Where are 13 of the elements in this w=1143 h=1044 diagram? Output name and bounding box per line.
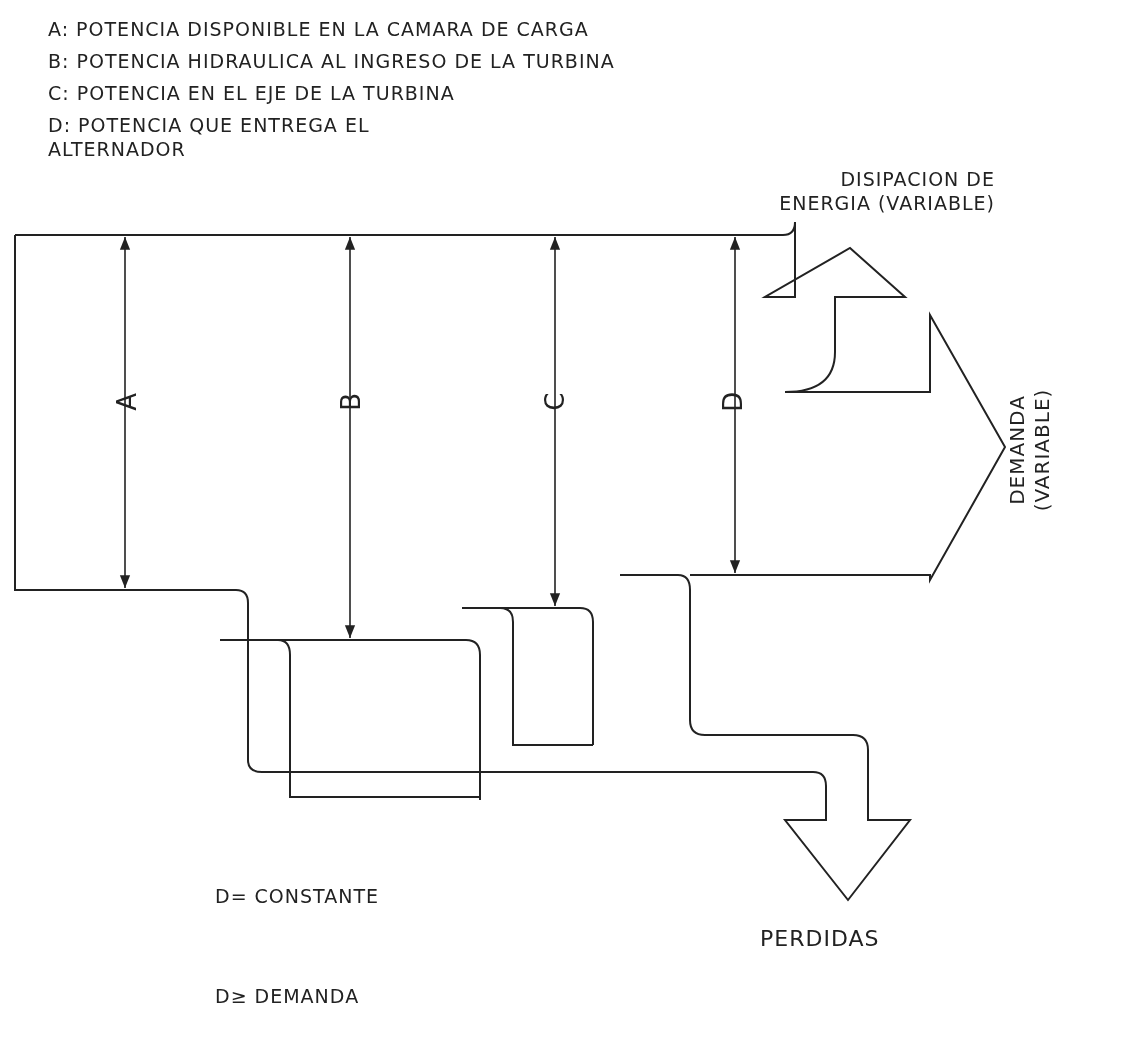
definition-note: C: POTENCIA EN EL EJE DE LA TURBINA (48, 82, 456, 106)
condition-note: D≥ DEMANDA (215, 985, 361, 1009)
definition-note: A: POTENCIA DISPONIBLE EN LA CAMARA DE CARGA (48, 18, 590, 42)
dimension-label: D (716, 389, 749, 414)
flow-label: PERDIDAS (760, 925, 881, 953)
dimension-label: B (334, 390, 367, 413)
flow-label: DEMANDA (VARIABLE) (1005, 387, 1055, 514)
dimension-label: C (538, 390, 571, 413)
flow-label: DISIPACION DE ENERGIA (VARIABLE) (778, 168, 995, 216)
definition-note: B: POTENCIA HIDRAULICA AL INGRESO DE LA TURBINA (48, 50, 616, 74)
dimension-label: A (110, 390, 143, 413)
condition-note: D= CONSTANTE (215, 885, 381, 909)
definition-note: D: POTENCIA QUE ENTREGA EL ALTERNADOR (48, 114, 371, 162)
